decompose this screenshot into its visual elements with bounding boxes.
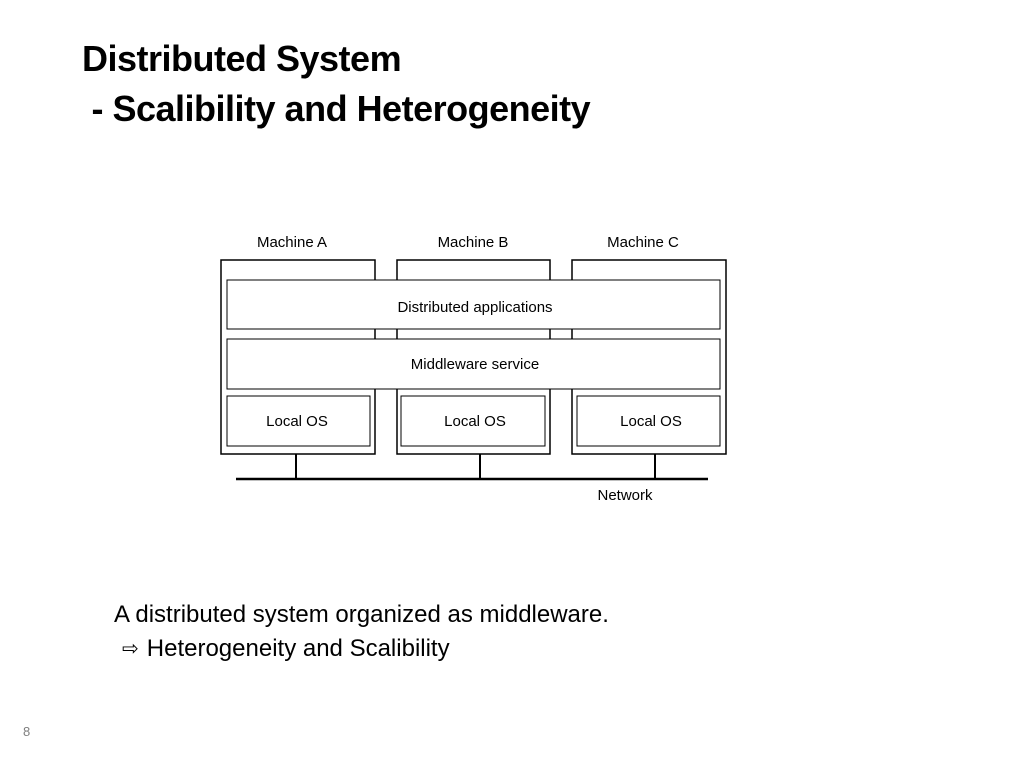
local-os-a-box [226,395,371,447]
page-number: 8 [23,724,31,739]
caption-line-2: Heterogeneity and Scalibility [146,635,450,662]
slide-title: Distributed System - Scalibility and Het… [82,34,591,134]
machine-a-label: Machine A [257,234,327,251]
local-os-c-box [576,395,721,447]
network-label: Network [597,487,653,504]
caption-line-2-row: ⇨ Heterogeneity and Scalibility [122,632,609,666]
title-line-1: Distributed System [82,38,402,79]
title-line-2: - Scalibility and Heterogeneity [82,88,591,129]
middleware-service-label: Middleware service [411,356,539,373]
right-arrow-outline-icon: ⇨ [122,638,139,660]
distributed-applications-layer [226,279,721,330]
caption-line-1: A distributed system organized as middle… [114,601,609,628]
machine-c-label: Machine C [607,234,679,251]
local-os-b-box [400,395,546,447]
middleware-service-layer [226,338,721,390]
local-os-a-label: Local OS [266,413,328,430]
local-os-c-label: Local OS [620,413,682,430]
distributed-applications-label: Distributed applications [397,299,552,316]
caption: A distributed system organized as middle… [114,598,609,666]
machine-b-label: Machine B [438,234,509,251]
local-os-b-label: Local OS [444,413,506,430]
